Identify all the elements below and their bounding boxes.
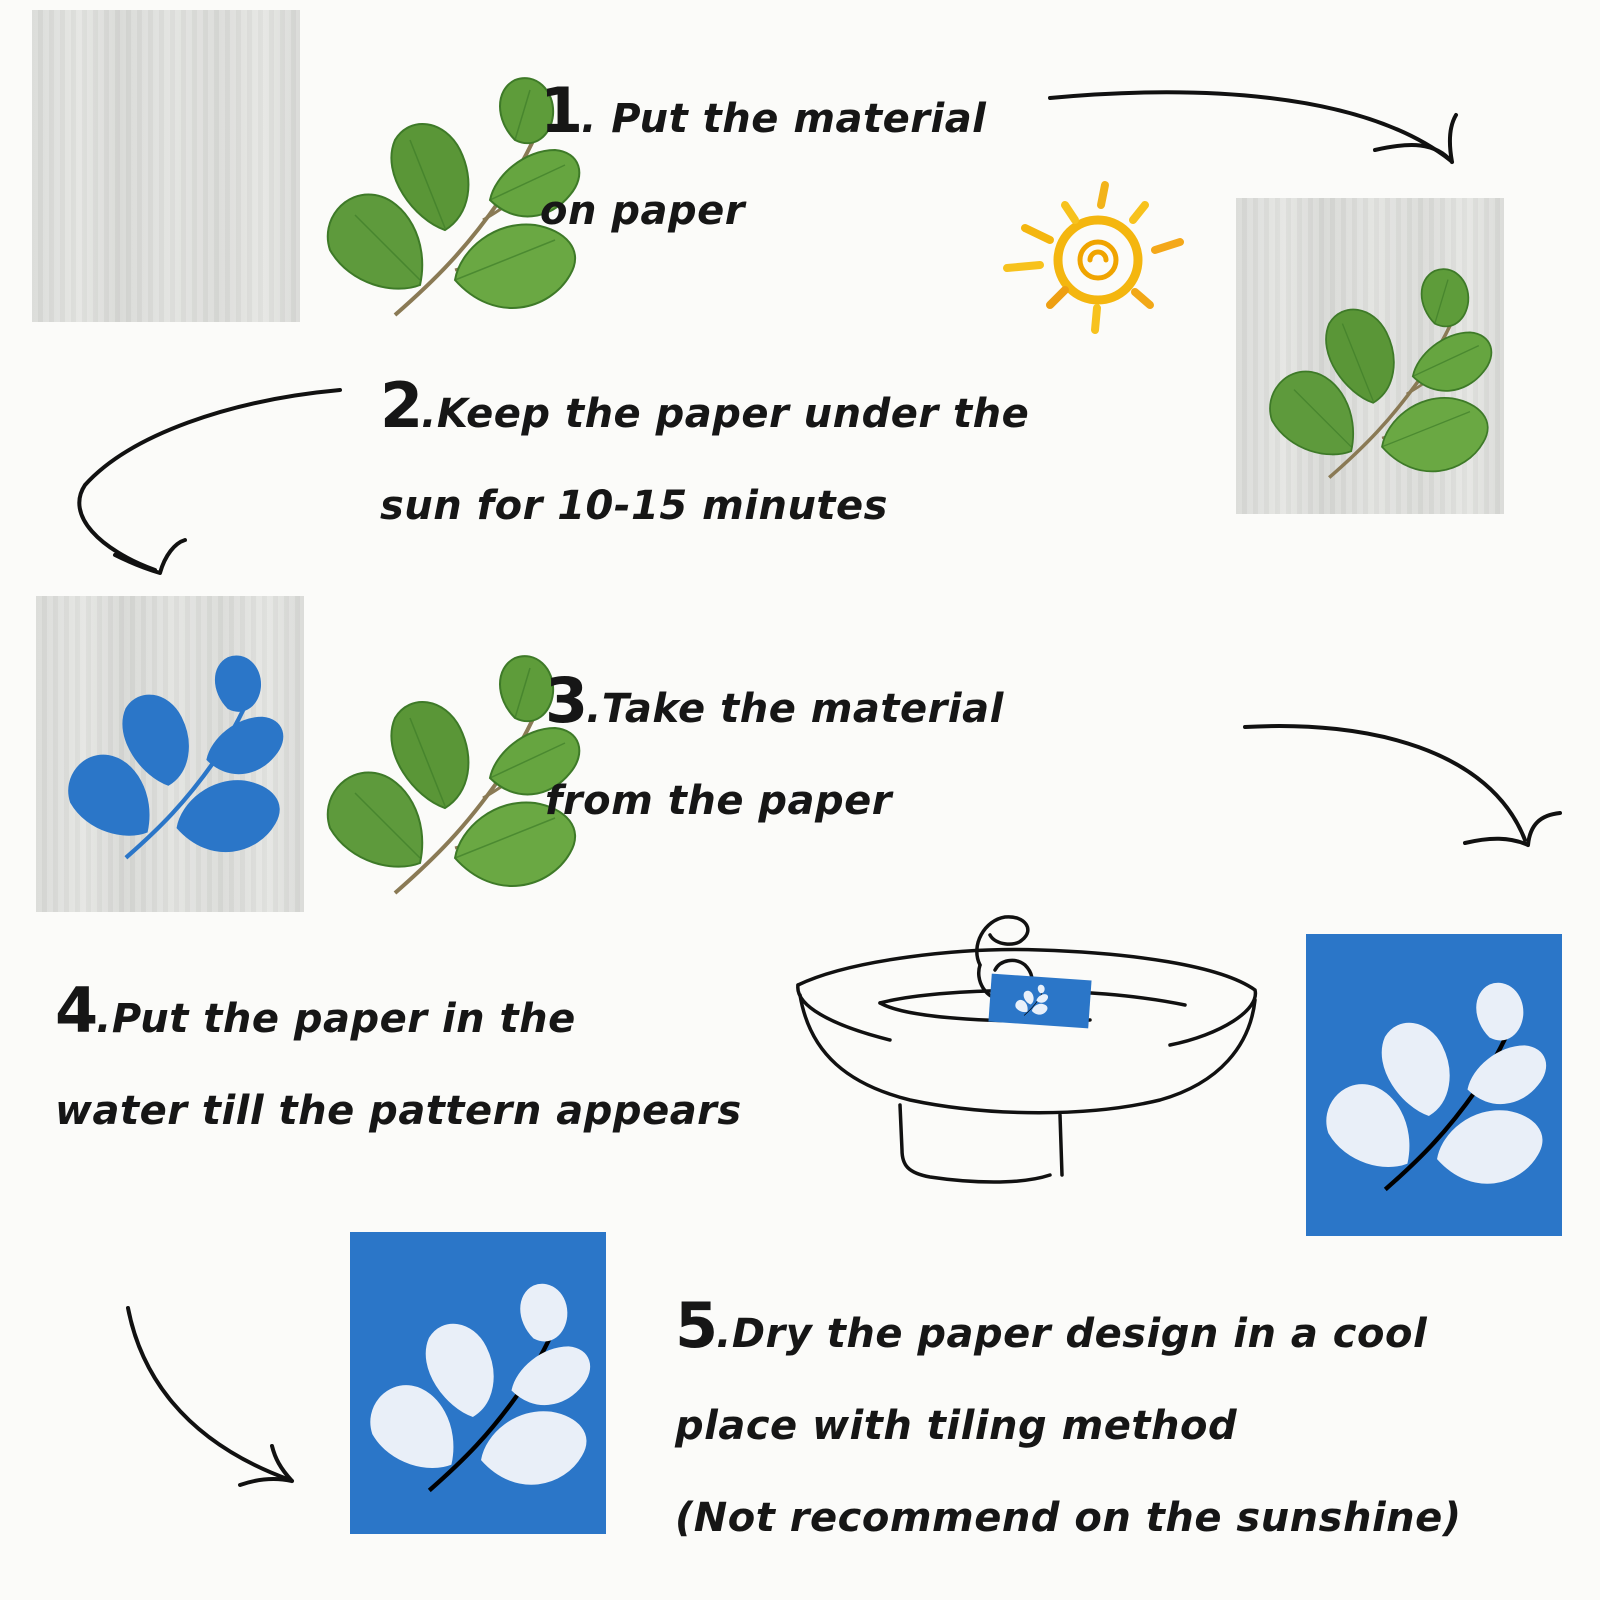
arrow-icon <box>77 388 342 575</box>
step-number: 3 <box>545 664 588 737</box>
arrow-icon <box>1243 724 1562 847</box>
step-4-text: 4.Put the paper in the water till the pa… <box>55 974 742 1134</box>
leaf-silhouette-print <box>364 1276 599 1496</box>
leaf-silhouette-print <box>62 648 292 863</box>
arrow-icon <box>1048 90 1458 164</box>
sink-icon <box>796 915 1258 1184</box>
step-number: 5 <box>675 1289 718 1362</box>
step-number: 4 <box>55 974 98 1047</box>
leaf-silhouette-print <box>1320 975 1555 1195</box>
blank-paper-sheet <box>32 10 300 322</box>
step-number: 2 <box>380 369 423 442</box>
step-1-text: 1. Put the material on paper <box>540 74 987 234</box>
step-number: 1 <box>540 74 583 147</box>
leaf-sprig-icon <box>1268 267 1494 480</box>
sun-icon <box>1003 181 1184 334</box>
step-5-text: 5.Dry the paper design in a cool place w… <box>675 1289 1462 1541</box>
arrow-icon <box>126 1306 294 1487</box>
step-3-text: 3.Take the material from the paper <box>545 664 1004 824</box>
step-2-text: 2.Keep the paper under the sun for 10-15… <box>380 369 1030 529</box>
